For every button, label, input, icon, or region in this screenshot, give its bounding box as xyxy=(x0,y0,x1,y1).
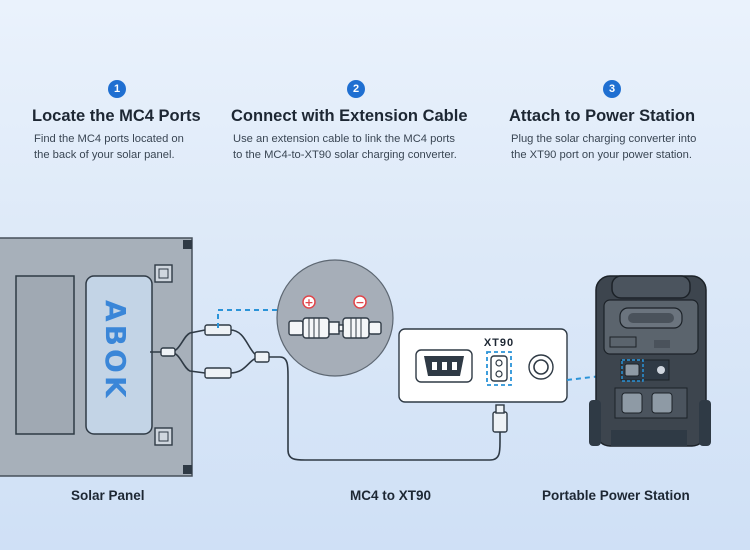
step-description: Use an extension cable to link the MC4 p… xyxy=(233,132,457,163)
step-title: Locate the MC4 Ports xyxy=(32,107,201,125)
converter-label: MC4 to XT90 xyxy=(350,488,432,503)
mc4-zoom-circle: + − xyxy=(276,259,394,377)
step-description-line: Plug the solar charging converter into xyxy=(511,133,697,145)
step-number-badge: 1 xyxy=(108,80,126,98)
power-station-label: Portable Power Station xyxy=(542,488,690,503)
solar-panel: ABOK xyxy=(0,237,193,477)
mc4-connectors xyxy=(160,324,270,379)
negative-polarity-mark: − xyxy=(355,296,364,309)
step-title: Attach to Power Station xyxy=(509,107,696,125)
panel-brand-logo: ABOK xyxy=(99,300,132,401)
step-description-line: the back of your solar panel. xyxy=(34,148,175,161)
step-number-badge: 3 xyxy=(603,80,621,98)
xt90-plug xyxy=(492,404,508,433)
step-description-line: Find the MC4 ports located on xyxy=(34,133,184,145)
solar-panel-label: Solar Panel xyxy=(71,488,145,503)
step-number-badge: 2 xyxy=(347,80,365,98)
zoom-callout-line xyxy=(217,309,280,328)
step-title: Connect with Extension Cable xyxy=(231,107,468,125)
step-description-line: the XT90 port on your power station. xyxy=(511,148,692,161)
step-description-line: to the MC4-to-XT90 solar charging conver… xyxy=(233,148,457,161)
step-description: Find the MC4 ports located on the back o… xyxy=(34,132,184,163)
xt90-port-panel: XT90 xyxy=(398,328,568,403)
step-description-line: Use an extension cable to link the MC4 p… xyxy=(233,133,456,145)
xt90-port-label: XT90 xyxy=(484,337,514,349)
portable-power-station xyxy=(589,275,711,447)
step-description: Plug the solar charging converter into t… xyxy=(511,132,696,163)
positive-polarity-mark: + xyxy=(304,296,313,309)
